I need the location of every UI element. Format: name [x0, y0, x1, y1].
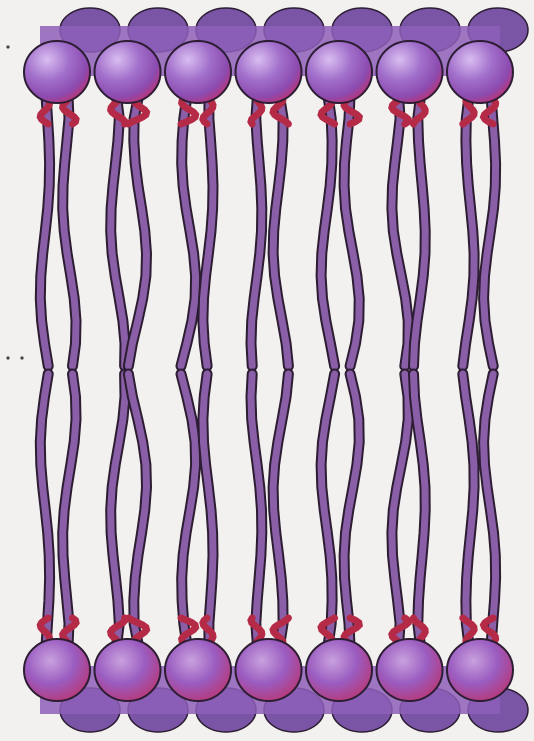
fatty-acid-tail — [181, 96, 196, 366]
fatty-acid-tail — [273, 96, 288, 366]
phosphate-head — [165, 639, 231, 701]
phosphate-head — [377, 41, 443, 103]
phosphate-head — [24, 639, 90, 701]
fatty-acid-tail — [273, 374, 288, 646]
phosphate-head — [236, 639, 302, 701]
outer-leaflet — [24, 8, 528, 366]
phosphate-head — [447, 639, 513, 701]
phosphate-head — [306, 41, 372, 103]
phosphate-head — [377, 639, 443, 701]
outer-tails — [40, 96, 495, 366]
phosphate-head — [95, 639, 161, 701]
fatty-acid-tail — [181, 374, 196, 646]
phosphate-head — [236, 41, 302, 103]
phosphate-head — [165, 41, 231, 103]
phosphate-head — [306, 639, 372, 701]
inner-tails — [40, 374, 495, 646]
phosphate-head — [24, 41, 90, 103]
edge-dot — [20, 356, 23, 359]
edge-dot — [6, 356, 9, 359]
phosphate-head — [95, 41, 161, 103]
phosphate-head — [447, 41, 513, 103]
edge-dot — [6, 45, 9, 48]
inner-leaflet — [24, 374, 528, 732]
